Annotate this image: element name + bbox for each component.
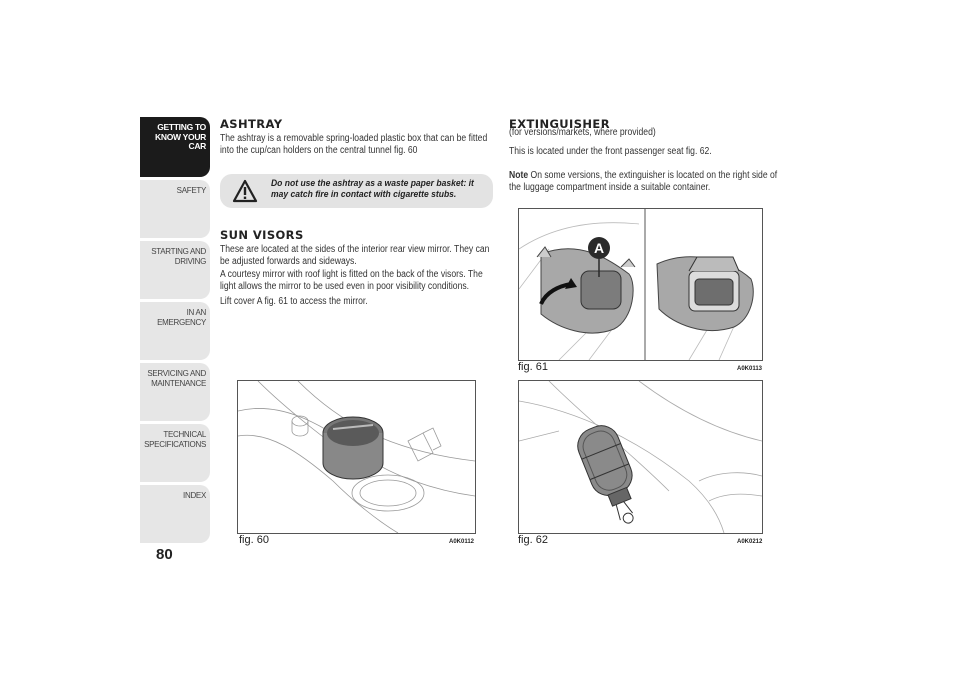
callout-a-label: A <box>594 240 604 256</box>
sun-visor-illustration: A <box>519 209 754 360</box>
tab-starting-driving[interactable]: STARTING AND DRIVING <box>140 241 210 299</box>
tab-label: SAFETY <box>176 186 207 195</box>
extinguisher-p1: This is located under the front passenge… <box>509 146 712 157</box>
extinguisher-heading: EXTINGUISHER <box>509 117 610 131</box>
figure-61-code: A0K0113 <box>737 366 763 372</box>
figure-62-extinguisher <box>518 380 763 534</box>
extinguisher-illustration <box>519 381 762 533</box>
figure-61-caption: fig. 61 <box>518 361 548 373</box>
figure-60-ashtray <box>237 380 476 534</box>
tab-index[interactable]: INDEX <box>140 485 210 543</box>
tab-servicing[interactable]: SERVICING AND MAINTENANCE <box>140 363 210 421</box>
sun-visors-heading: SUN VISORS <box>220 228 304 242</box>
figure-60-code: A0K0112 <box>449 539 475 545</box>
ashtray-text: The ashtray is a removable spring-loaded… <box>220 133 488 156</box>
ashtray-illustration <box>238 381 475 533</box>
ashtray-heading: ASHTRAY <box>220 117 283 131</box>
tab-label: IN AN EMERGENCY <box>157 308 206 327</box>
extinguisher-subtitle: (for versions/markets, where provided) <box>509 127 656 138</box>
figure-62-code: A0K0212 <box>737 539 763 545</box>
sun-visors-p2: A courtesy mirror with roof light is fit… <box>220 269 483 292</box>
warning-triangle-icon <box>232 179 258 203</box>
tab-label: INDEX <box>183 491 206 500</box>
figure-60-caption: fig. 60 <box>239 534 269 546</box>
tab-label: GETTING TO KNOW YOUR CAR <box>155 122 206 151</box>
tab-safety[interactable]: SAFETY <box>140 180 210 238</box>
figure-62-caption: fig. 62 <box>518 534 548 546</box>
tab-label: TECHNICAL SPECIFICATIONS <box>144 430 206 449</box>
sun-visors-p1: These are located at the sides of the in… <box>220 244 490 267</box>
figure-61-sun-visor: A <box>518 208 763 361</box>
warning-box <box>220 174 493 208</box>
tab-technical[interactable]: TECHNICAL SPECIFICATIONS <box>140 424 210 482</box>
tab-label: SERVICING AND MAINTENANCE <box>147 369 206 388</box>
tab-label: STARTING AND DRIVING <box>151 247 206 266</box>
sun-visors-p3: Lift cover A fig. 61 to access the mirro… <box>220 296 368 307</box>
tab-emergency[interactable]: IN AN EMERGENCY <box>140 302 210 360</box>
tab-getting-to-know[interactable]: GETTING TO KNOW YOUR CAR <box>140 117 210 177</box>
note-label: Note <box>509 170 529 181</box>
extinguisher-note: Note On some versions, the extinguisher … <box>509 170 784 193</box>
page-number: 80 <box>156 546 173 563</box>
note-text: On some versions, the extinguisher is lo… <box>509 170 778 193</box>
warning-text: Do not use the ashtray as a waste paper … <box>271 178 474 200</box>
